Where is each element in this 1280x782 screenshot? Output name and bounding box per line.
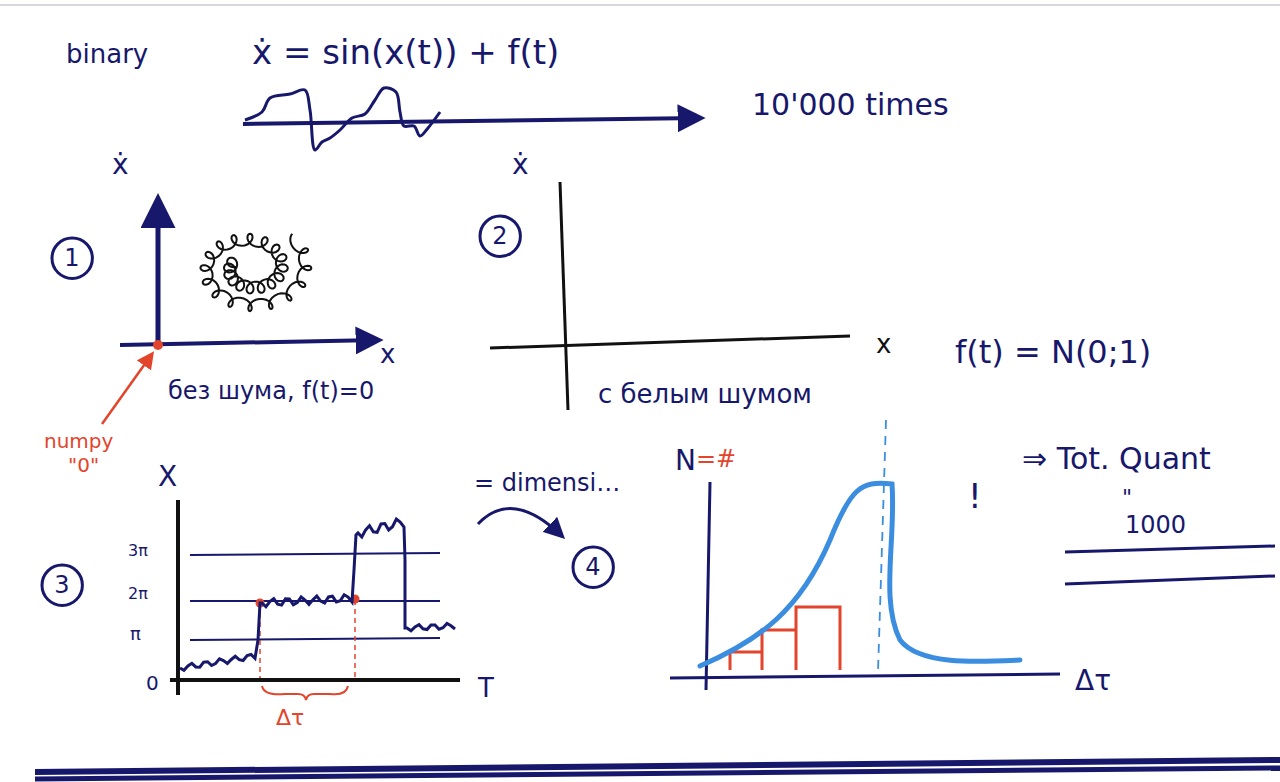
annotation: ẋ = sin(x(t)) + f(t) (252, 34, 559, 71)
y-axis (560, 182, 568, 410)
callout-number: 1 (64, 245, 79, 271)
signal-trace (245, 88, 440, 150)
underline (1065, 546, 1275, 552)
underline (1065, 576, 1275, 584)
annotation: N (675, 446, 696, 477)
annotation: π (130, 624, 141, 644)
annotation: 3π (128, 542, 148, 560)
annotation: 1000 (1125, 512, 1186, 538)
annotation: f(t) = N(0;1) (955, 335, 1151, 370)
annotation: 0 (146, 672, 159, 694)
level-line (190, 600, 440, 602)
callout-circle: 4 (571, 545, 615, 589)
annotation: ẋ (512, 150, 529, 181)
annotation: = dimensi… (474, 470, 620, 496)
annotation: binary (66, 40, 148, 69)
annotation: x (380, 340, 395, 369)
annotation: x (876, 330, 891, 359)
level-line (190, 638, 440, 640)
annotation: ⇒ Tot. Quant (1022, 442, 1211, 475)
peak-marker (878, 420, 886, 672)
level-line (190, 553, 440, 555)
annotation: "0" (68, 454, 99, 476)
y-axis (176, 500, 180, 695)
callout-number: 2 (492, 223, 507, 249)
y-axis (156, 200, 161, 345)
callout-number: 4 (585, 554, 600, 580)
dashed-marker (354, 600, 356, 678)
callout-circle: 2 (478, 214, 522, 258)
top-rule (0, 4, 1280, 6)
annotation: " (1122, 486, 1132, 510)
annotation: Δτ (1075, 666, 1111, 697)
histogram-bars (730, 607, 840, 670)
annotation: ! (968, 478, 982, 515)
phase-trajectory (201, 234, 312, 311)
x-axis (170, 678, 460, 682)
annotation: с белым шумом (598, 380, 812, 409)
annotation: T (478, 674, 494, 703)
annotation: 2π (128, 585, 148, 603)
annotation: ẋ (112, 150, 129, 181)
callout-circle: 1 (50, 236, 94, 280)
annotation: =# (696, 446, 736, 472)
interval-brace (262, 686, 348, 700)
leader-arrow (102, 354, 152, 424)
callout-circle: 3 (40, 563, 84, 607)
pointer-arrow (478, 509, 562, 536)
annotation: X (158, 462, 177, 493)
y-axis (706, 482, 710, 690)
stochastic-trajectory (180, 519, 455, 670)
bottom-rule (35, 768, 1280, 779)
annotation: Δτ (276, 706, 304, 730)
x-axis (490, 336, 850, 348)
origin-dot (153, 340, 163, 350)
annotation: numpy (44, 430, 113, 452)
x-axis (670, 674, 1060, 678)
callout-number: 3 (54, 572, 69, 598)
annotation: 10'000 times (752, 88, 949, 121)
annotation: без шума, f(t)=0 (168, 378, 374, 404)
